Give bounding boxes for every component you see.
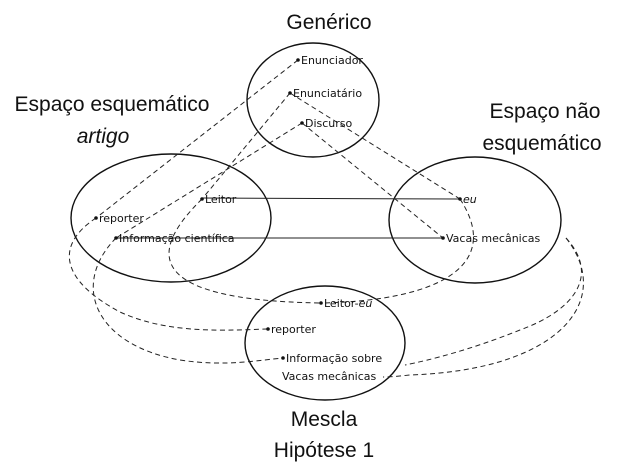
left-space-title-line1: Espaço esquemático [15, 93, 210, 116]
projection-reporter-to-blend [69, 217, 269, 331]
right-element-eu: eu [463, 193, 477, 206]
right-space-title-line2: esquemático [482, 132, 601, 155]
generic-element-discurso: Discurso [305, 117, 353, 130]
dot-reporter [94, 216, 98, 220]
left-element-informacao: Informação científica [119, 232, 235, 245]
left-space-ellipse [70, 153, 272, 283]
projection-discurso-to-informacao [115, 122, 303, 239]
projection-eu-to-blend [322, 198, 474, 304]
dot-vacas [441, 236, 445, 240]
right-space-ellipse [388, 156, 562, 284]
dot-blend-informacao [281, 356, 285, 360]
generic-element-enunciatario: Enunciatário [293, 87, 362, 100]
blend-element-reporter: reporter [271, 323, 316, 336]
blend-eu-suffix: eu [359, 297, 373, 310]
projection-vacas-to-blend [404, 237, 582, 366]
projection-vacas-mecanicas-to-blend [382, 237, 584, 378]
dot-leitor [200, 197, 204, 201]
blend-element-informacao-line2: Vacas mecânicas [282, 370, 377, 383]
generic-space-title: Genérico [286, 11, 371, 34]
projection-enunciatario-to-leitor [201, 92, 291, 200]
left-space-title-line2: artigo [77, 125, 130, 148]
blend-space-title-line2: Hipótese 1 [274, 439, 374, 462]
blend-space-ellipse [244, 285, 406, 401]
blend-element-informacao-line1: Informação sobre [286, 352, 382, 365]
dot-enunciatario [288, 91, 292, 95]
left-element-leitor: Leitor [205, 193, 237, 206]
dot-informacao [114, 236, 118, 240]
dot-enunciador [296, 58, 300, 62]
cross-space-line-leitor-eu [201, 197, 461, 200]
projection-enunciador-to-reporter [95, 59, 299, 219]
blend-space-title-line1: Mescla [291, 408, 358, 431]
dot-eu [458, 197, 462, 201]
generic-element-enunciador: Enunciador [301, 54, 363, 67]
projection-discurso-to-vacas [301, 122, 444, 239]
projection-informacao-to-blend [92, 237, 284, 364]
blend-element-leitor-eu: Leitor-eu [324, 297, 372, 310]
dot-leitor-eu [319, 301, 323, 305]
projection-leitor-to-blend [168, 198, 321, 304]
dot-discurso [300, 121, 304, 125]
blend-leitor-prefix: Leitor- [324, 297, 359, 310]
right-element-vacas: Vacas mecânicas [446, 232, 541, 245]
right-space-title-line1: Espaço não [490, 100, 601, 123]
generic-space-ellipse [246, 42, 380, 158]
left-element-reporter: reporter [99, 212, 144, 225]
dot-blend-reporter [266, 327, 270, 331]
